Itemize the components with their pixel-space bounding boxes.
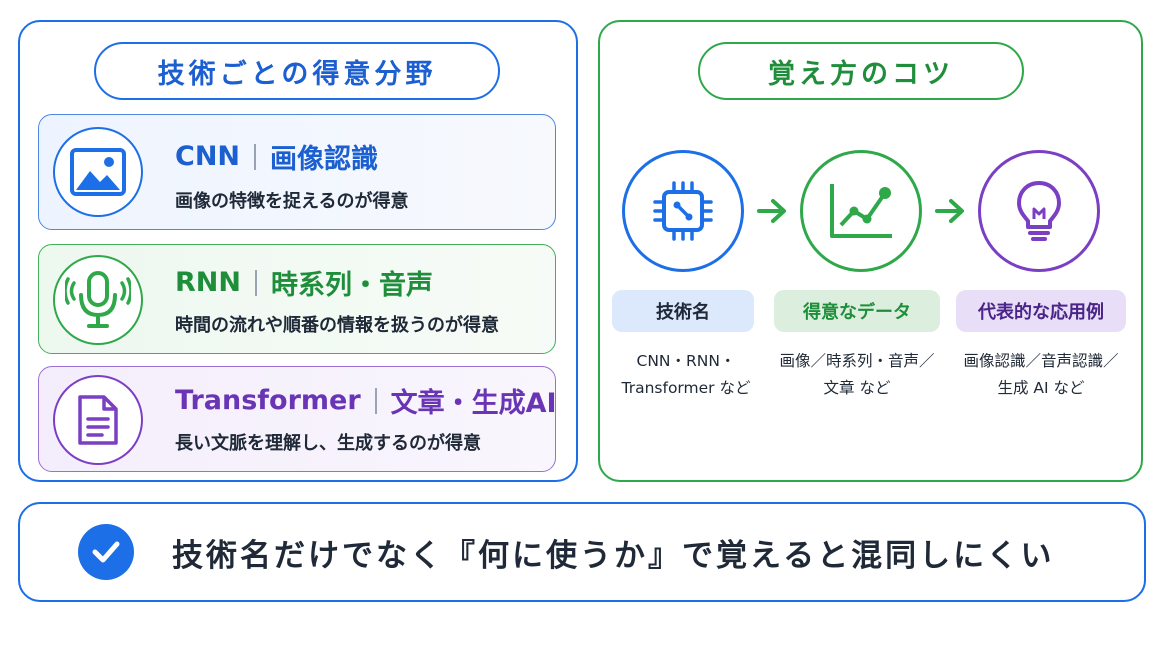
lightbulb-icon	[978, 150, 1100, 272]
check-icon	[78, 524, 134, 580]
tech-name: CNN	[175, 141, 241, 172]
arrow-right-icon	[935, 199, 964, 223]
tech-name: Transformer	[175, 385, 361, 416]
step-example: 画像／時系列・音声／ 文章 など	[779, 352, 935, 397]
image-icon	[53, 127, 143, 217]
step-example: CNN・RNN・ Transformer など	[621, 352, 751, 397]
tech-card-cnn: CNN 画像認識 画像の特徴を捉えるのが得意	[38, 114, 556, 230]
tech-card-transformer: Transformer 文章・生成AI 長い文脈を理解し、生成するのが得意	[38, 366, 557, 472]
divider	[374, 387, 377, 414]
document-icon	[53, 375, 143, 465]
divider	[254, 143, 257, 170]
tech-description: 長い文脈を理解し、生成するのが得意	[175, 433, 481, 454]
tech-description: 時間の流れや順番の情報を扱うのが得意	[175, 315, 499, 336]
step-label: 技術名	[612, 290, 754, 332]
tech-strengths-title: 技術ごとの得意分野	[94, 42, 500, 100]
tech-card-rnn: RNN 時系列・音声 時間の流れや順番の情報を扱うのが得意	[38, 244, 556, 354]
step-label: 得意なデータ	[774, 290, 940, 332]
divider	[254, 269, 257, 296]
step-label: 代表的な応用例	[956, 290, 1126, 332]
key-takeaway-text: 技術名だけでなく『何に使うか』で覚えると混同しにくい	[172, 538, 1055, 574]
tech-name: RNN	[175, 267, 241, 298]
tech-description: 画像の特徴を捉えるのが得意	[175, 191, 409, 212]
tech-field: 時系列・音声	[270, 270, 433, 301]
step-example: 画像認識／音声認識／ 生成 AI など	[963, 352, 1119, 397]
tech-strengths-panel: 技術ごとの得意分野 CNN 画像認識 画像の特徴を捉えるのが得意	[18, 20, 578, 482]
chip-icon	[622, 150, 744, 272]
memory-tips-title: 覚え方のコツ	[698, 42, 1024, 100]
tech-field: 画像認識	[270, 144, 379, 175]
line-chart-icon	[800, 150, 922, 272]
tech-field: 文章・生成AI	[390, 388, 557, 419]
arrow-right-icon	[757, 199, 786, 223]
key-takeaway-banner: 技術名だけでなく『何に使うか』で覚えると混同しにくい	[18, 502, 1146, 602]
microphone-icon	[53, 255, 143, 345]
memory-tips-panel: 覚え方のコツ	[598, 20, 1143, 482]
